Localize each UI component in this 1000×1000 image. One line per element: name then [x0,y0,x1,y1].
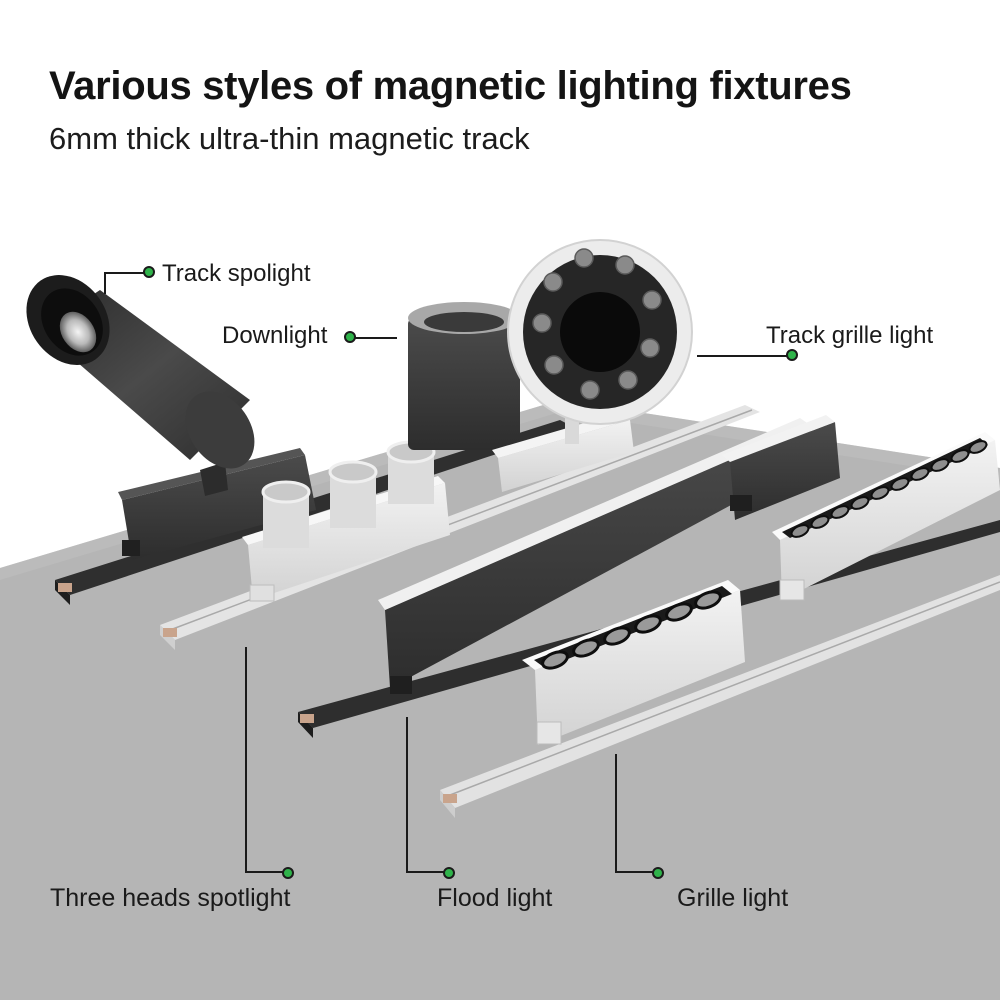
leader-line [245,647,285,873]
green-dot-marker-icon [443,867,455,879]
track-grille-light-product [492,239,693,492]
flood-light-product [378,415,840,694]
grille-light-product [522,432,1000,745]
leader-line [697,355,789,357]
label-three-heads-spotlight: Three heads spotlight [50,884,291,912]
leader-line [104,272,148,294]
label-track-spotlight: Track spolight [162,260,311,287]
label-downlight: Downlight [222,322,328,349]
page-subtitle: 6mm thick ultra-thin magnetic track [49,121,530,156]
green-dot-marker-icon [786,349,798,361]
green-dot-marker-icon [143,266,155,278]
page-title: Various styles of magnetic lighting fixt… [49,64,852,108]
track-spotlight-product [26,275,316,560]
three-heads-spotlight-product [242,440,450,602]
leader-line [615,754,655,873]
label-track-grille-light: Track grille light [766,322,934,349]
label-flood-light: Flood light [437,884,553,912]
leader-line [406,717,446,873]
white-track-4 [440,575,1000,818]
downlight-product [408,302,520,450]
green-dot-marker-icon [652,867,664,879]
label-grille-light: Grille light [677,884,789,912]
green-dot-marker-icon [282,867,294,879]
leader-line [355,337,397,339]
